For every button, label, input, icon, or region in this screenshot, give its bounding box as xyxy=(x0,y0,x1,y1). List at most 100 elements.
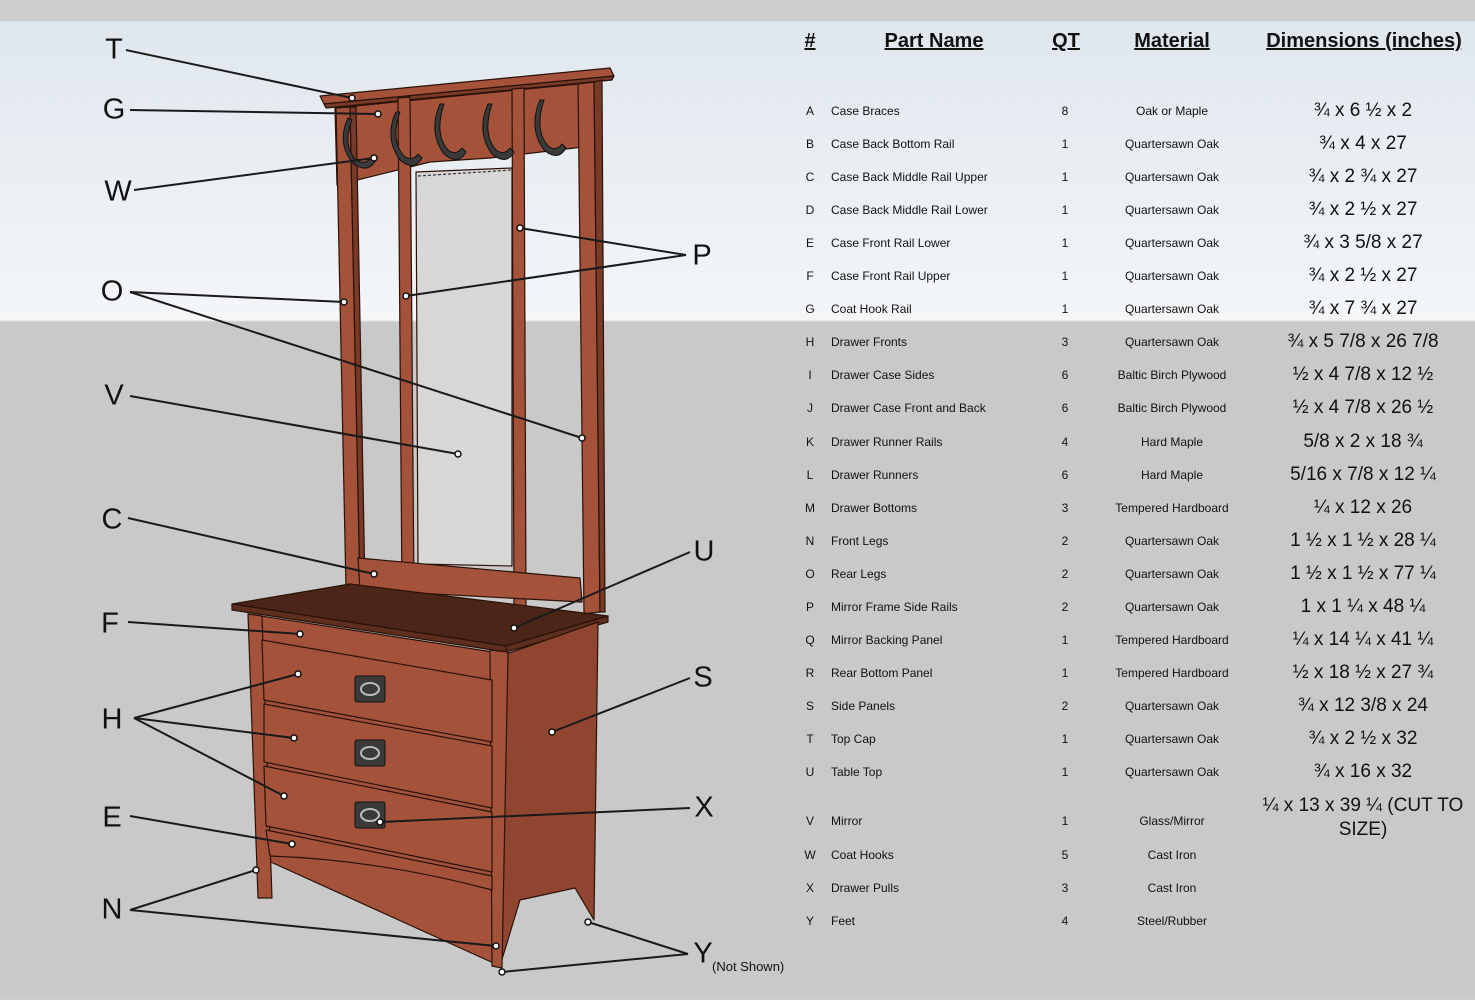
part-quantity: 1 xyxy=(1061,236,1069,251)
part-id: D xyxy=(805,203,815,218)
part-dimensions: ¾ x 2 ½ x 27 xyxy=(1308,265,1418,287)
part-id: E xyxy=(805,236,815,251)
part-quantity: 1 xyxy=(1061,765,1069,779)
part-name: Coat Hooks xyxy=(831,848,894,862)
part-quantity: 1 xyxy=(1061,632,1069,647)
part-material: Tempered Hardboard xyxy=(1115,632,1229,647)
part-material: Quartersawn Oak xyxy=(1124,698,1220,713)
part-dimensions: 5/16 x 7/8 x 12 ¼ xyxy=(1290,463,1436,485)
callout-t: T xyxy=(105,33,123,66)
part-name: Table Top xyxy=(831,765,883,779)
part-quantity: 1 xyxy=(1061,731,1069,746)
part-id: V xyxy=(805,814,815,828)
part-name: Mirror Frame Side Rails xyxy=(831,599,958,614)
header-qt: QT xyxy=(1052,30,1080,52)
part-id: W xyxy=(804,848,816,862)
part-name: Side Panels xyxy=(831,698,896,713)
part-name: Case Front Rail Lower xyxy=(831,236,951,251)
callout-o: O xyxy=(100,275,124,308)
header-material: Material xyxy=(1134,30,1210,52)
part-name: Drawer Case Front and Back xyxy=(831,401,986,416)
part-quantity: 1 xyxy=(1061,137,1069,152)
part-dimensions: ½ x 18 ½ x 27 ¾ xyxy=(1292,661,1434,683)
part-material: Quartersawn Oak xyxy=(1124,137,1220,152)
callout-y: Y xyxy=(693,937,713,970)
part-dimensions: ¾ x 5 7/8 x 26 7/8 xyxy=(1287,331,1439,353)
part-quantity: 3 xyxy=(1061,881,1069,895)
part-name: Drawer Case Sides xyxy=(831,368,935,383)
drawer-pull-1 xyxy=(354,675,386,703)
case-side-panel xyxy=(499,621,599,967)
part-dimensions: ¾ x 16 x 32 xyxy=(1313,761,1413,782)
callout-w: W xyxy=(104,175,132,208)
part-quantity: 2 xyxy=(1061,533,1069,548)
part-material: Baltic Birch Plywood xyxy=(1117,401,1227,416)
callout-x: X xyxy=(694,791,714,824)
callout-n: N xyxy=(101,893,123,926)
callout-f: F xyxy=(101,607,119,640)
coat-hook-4 xyxy=(482,103,515,160)
part-id: R xyxy=(805,665,815,680)
part-name: Front Legs xyxy=(831,533,889,548)
part-quantity: 1 xyxy=(1061,170,1069,185)
part-name: Drawer Fronts xyxy=(831,335,908,350)
part-id: F xyxy=(806,269,814,284)
part-name: Drawer Bottoms xyxy=(831,500,918,515)
part-dimensions: ¼ x 13 x 39 ¼ (CUT TO SIZE) xyxy=(1262,795,1464,840)
part-dimensions: 1 x 1 ¼ x 48 ¼ xyxy=(1300,595,1426,617)
part-quantity: 1 xyxy=(1061,203,1069,218)
part-material: Quartersawn Oak xyxy=(1124,269,1220,284)
hall-tree-illustration xyxy=(125,49,691,976)
part-dimensions: ½ x 4 7/8 x 26 ½ xyxy=(1292,397,1434,419)
part-name: Top Cap xyxy=(831,731,876,746)
part-material: Quartersawn Oak xyxy=(1124,170,1220,185)
coat-hook-2 xyxy=(390,111,423,166)
part-id: N xyxy=(805,533,815,548)
part-quantity: 1 xyxy=(1061,665,1069,680)
part-material: Quartersawn Oak xyxy=(1124,731,1220,746)
mirror-frame-rail-left xyxy=(397,96,415,595)
callout-h: H xyxy=(101,703,123,736)
part-dimensions: ¾ x 2 ½ x 27 xyxy=(1308,199,1418,221)
part-id: X xyxy=(805,881,815,895)
part-dimensions: ¾ x 3 5/8 x 27 xyxy=(1303,232,1423,254)
part-dimensions: ¾ x 2 ½ x 32 xyxy=(1308,727,1418,749)
part-name: Drawer Runners xyxy=(831,467,919,482)
part-id: M xyxy=(805,500,815,515)
hall-tree-diagram: T G W O V C F H E N P U S X Y (Not Shown… xyxy=(100,33,784,976)
part-id: G xyxy=(805,302,815,317)
part-quantity: 3 xyxy=(1061,335,1069,350)
part-material: Baltic Birch Plywood xyxy=(1117,368,1227,383)
part-quantity: 6 xyxy=(1061,467,1069,482)
part-name: Drawer Pulls xyxy=(831,881,900,895)
part-id: B xyxy=(805,137,815,152)
part-id: Y xyxy=(805,914,815,928)
part-name: Drawer Runner Rails xyxy=(831,434,943,449)
part-quantity: 6 xyxy=(1061,368,1069,383)
leader-lines xyxy=(125,49,691,973)
coat-hook-3 xyxy=(434,103,467,160)
part-quantity: 5 xyxy=(1061,848,1069,862)
header-id: # xyxy=(804,30,816,52)
part-material: Quartersawn Oak xyxy=(1124,599,1220,614)
part-material: Quartersawn Oak xyxy=(1124,765,1220,779)
part-id: J xyxy=(807,401,813,416)
callout-e: E xyxy=(102,801,122,834)
part-material: Tempered Hardboard xyxy=(1115,500,1229,515)
part-dimensions: 1 ½ x 1 ½ x 77 ¼ xyxy=(1290,562,1436,584)
part-material: Oak or Maple xyxy=(1135,104,1209,118)
header-part-name: Part Name xyxy=(884,30,984,52)
